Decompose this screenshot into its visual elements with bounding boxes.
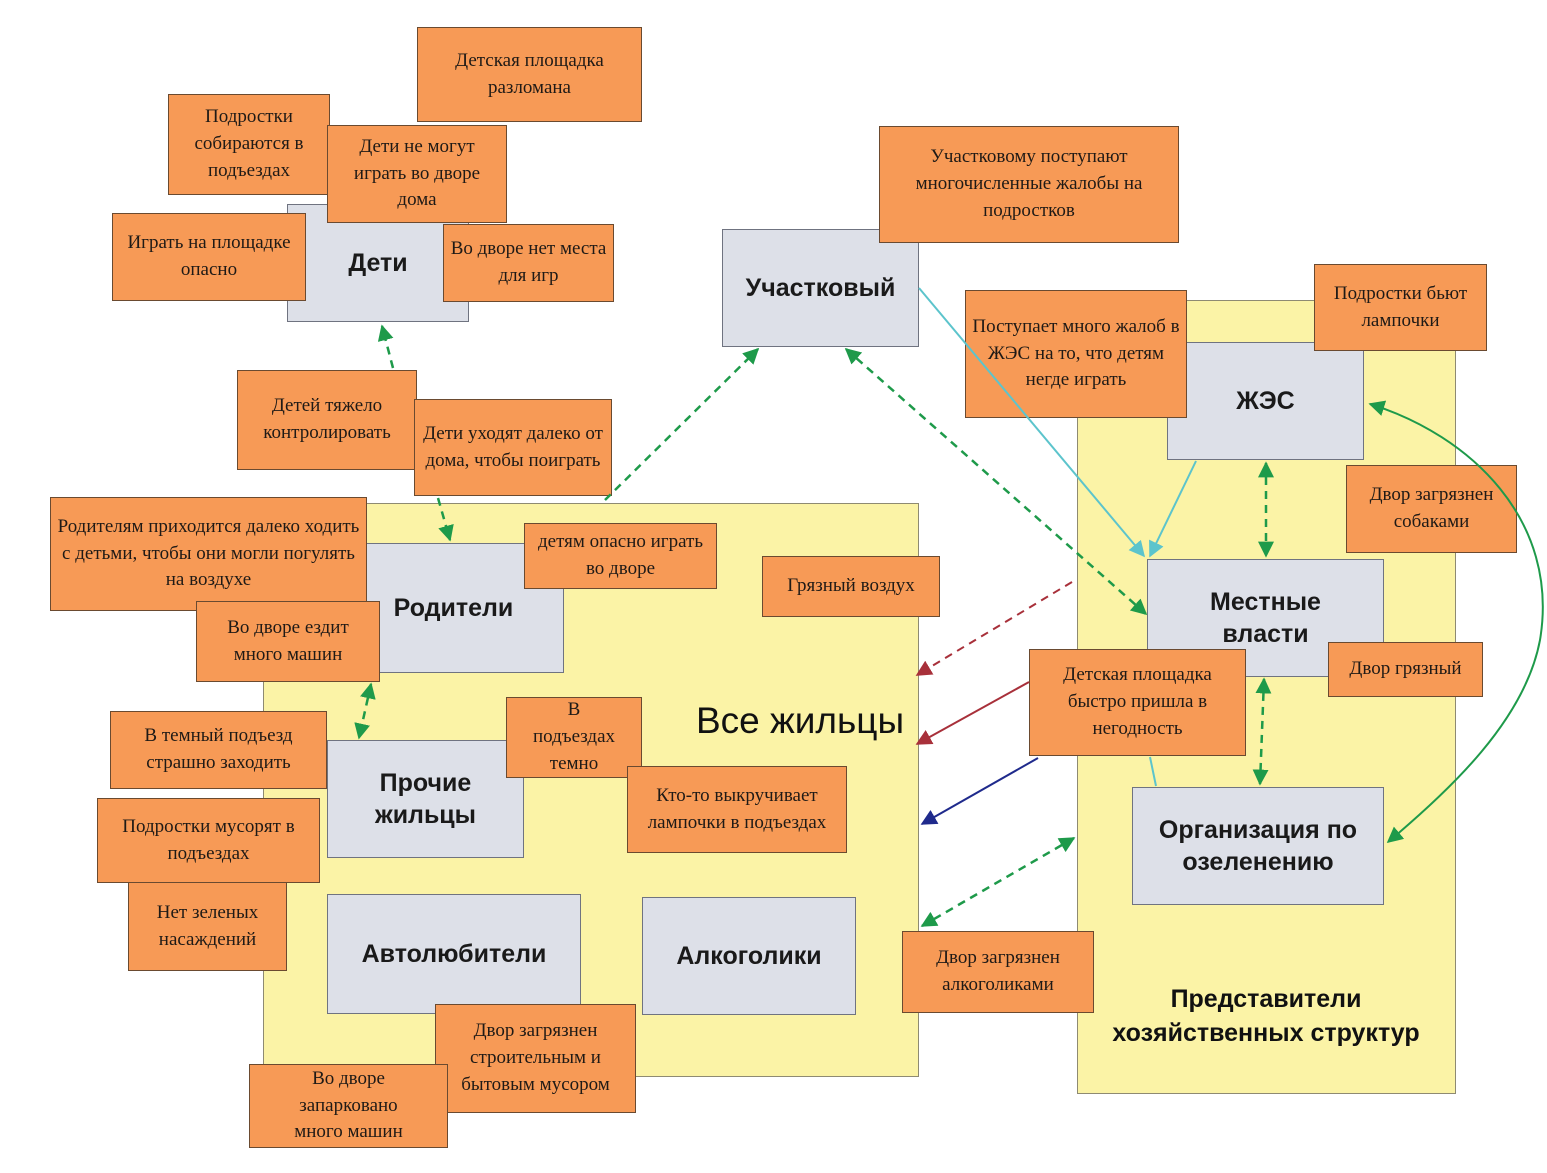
issue-dangerous-yard: детям опасно играть во дворе (524, 523, 717, 589)
link-housing-greening-curve (1368, 400, 1544, 844)
issue-yard-dirty: Двор грязный (1328, 642, 1483, 697)
actor-housing-office: ЖЭС (1167, 342, 1364, 460)
issue-playground-decayed: Детская площадка быстро пришла в негодно… (1029, 649, 1246, 756)
issue-teens-litter: Подростки мусорят в подъездах (97, 798, 320, 883)
region-title-all-residents: Все жильцы (695, 700, 905, 741)
actor-car-owners: Автолюбители (327, 894, 581, 1014)
issue-no-play-space: Во дворе нет места для игр (443, 224, 614, 302)
issue-teens-break-bulbs: Подростки бьют лампочки (1314, 264, 1487, 351)
issue-hard-to-control: Детей тяжело контролировать (237, 370, 417, 470)
link-greening-residents (920, 836, 1076, 928)
actor-greening-org: Организация по озеленению (1132, 787, 1384, 905)
actor-alcoholics: Алкоголики (642, 897, 856, 1015)
link-officer-to-authorities-teal (918, 287, 1146, 558)
link-residents-to-officer (604, 347, 760, 501)
issue-many-cars-parked: Во дворе запарковано много машин (249, 1064, 448, 1148)
actor-other-residents: Прочие жильцы (327, 740, 524, 858)
issue-playground-broken: Детская площадка разломана (417, 27, 642, 122)
issue-dark-entrance-scary: В темный подъезд страшно заходить (110, 711, 327, 789)
issue-parents-walk-far: Родителям приходится далеко ходить с дет… (50, 497, 367, 611)
issue-many-cars-drive: Во дворе ездит много машин (196, 601, 380, 682)
link-authorities-to-residents-red (915, 681, 1030, 745)
link-greening-to-residents-blue (920, 757, 1039, 825)
link-authorities-to-residents-red-dashed (915, 581, 1073, 676)
issue-kids-go-far: Дети уходят далеко от дома, чтобы поигра… (414, 399, 612, 496)
issue-dark-entrances: В подъездах темно (506, 697, 642, 778)
issue-playground-dangerous: Играть на площадке опасно (112, 213, 306, 301)
link-greening-teal (1149, 756, 1157, 787)
issue-alcoholics-dirty: Двор загрязнен алкоголиками (902, 931, 1094, 1013)
issue-construction-waste: Двор загрязнен строительным и бытовым му… (435, 1004, 636, 1113)
link-officer-authorities (844, 347, 1148, 616)
issue-kids-cannot-play: Дети не могут играть во дворе дома (327, 125, 507, 223)
link-authorities-greening (1252, 677, 1272, 786)
issue-bulbs-unscrewed: Кто-то выкручивает лампочки в подъездах (627, 766, 847, 853)
region-title-economic-structures: Представители хозяйственных структур (1112, 985, 1420, 1047)
link-housing-to-authorities-teal (1149, 460, 1197, 558)
link-control-to-children (377, 324, 395, 369)
issue-teens-gather-entrances: Подростки собираются в подъездах (168, 94, 330, 195)
issue-officer-complaints: Участковому поступают многочисленные жал… (879, 126, 1179, 243)
link-parents-other-residents (354, 682, 376, 740)
actor-district-officer: Участковый (722, 229, 919, 347)
issue-no-greenery: Нет зеленых насаждений (128, 882, 287, 971)
link-kids-far-to-parents (436, 497, 454, 542)
